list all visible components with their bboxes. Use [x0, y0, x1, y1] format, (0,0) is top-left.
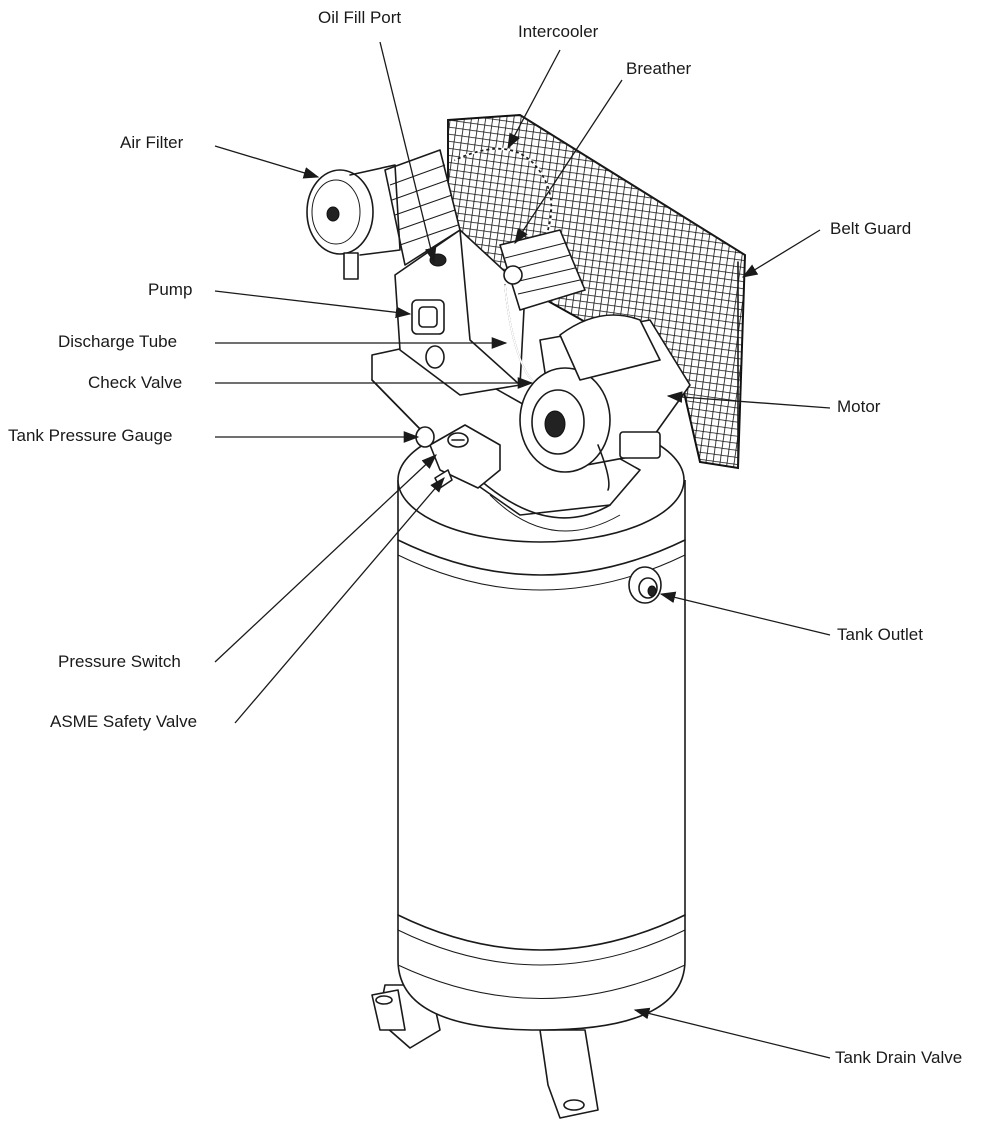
label-motor: Motor: [837, 397, 881, 416]
label-intercooler: Intercooler: [518, 22, 599, 41]
tank-outlet-shape: [628, 566, 662, 604]
intercooler-shape: [454, 147, 586, 311]
label-tank-pressure-gauge: Tank Pressure Gauge: [8, 426, 173, 445]
label-tank-outlet: Tank Outlet: [837, 625, 923, 644]
label-discharge-tube: Discharge Tube: [58, 332, 178, 351]
air-filter-shape: [306, 164, 401, 280]
label-asme-safety-valve: ASME Safety Valve: [50, 712, 198, 731]
label-air-filter: Air Filter: [120, 133, 184, 152]
label-pressure-switch: Pressure Switch: [58, 652, 181, 671]
label-belt-guard: Belt Guard: [830, 219, 912, 238]
label-tank-drain-valve: Tank Drain Valve: [835, 1048, 963, 1067]
leader-lines: [214, 41, 831, 1059]
label-pump: Pump: [148, 280, 193, 299]
label-breather: Breather: [626, 59, 692, 78]
motor-shape: [519, 314, 691, 491]
pump-shape: [384, 149, 526, 396]
label-oil-fill-port: Oil Fill Port: [318, 8, 402, 27]
label-check-valve: Check Valve: [88, 373, 183, 392]
